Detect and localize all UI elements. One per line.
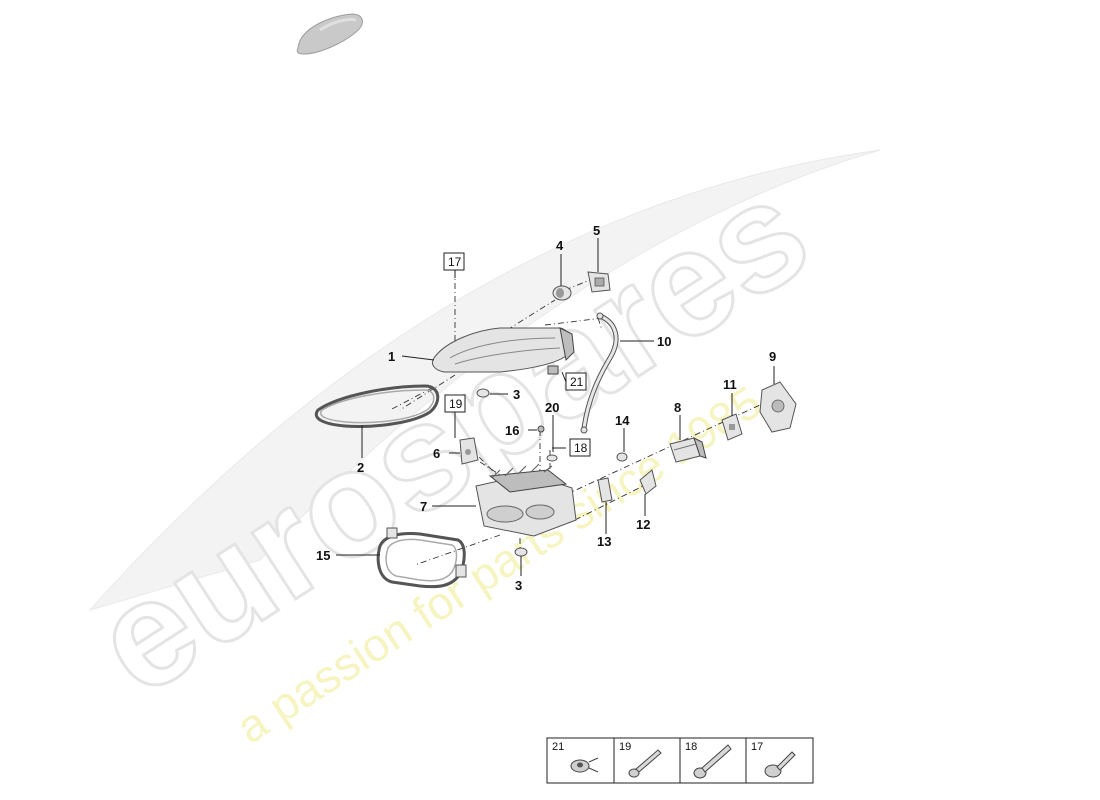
car-thumbnail-icon bbox=[296, 13, 363, 55]
part-20-clip bbox=[546, 454, 558, 462]
part-6-bracket bbox=[459, 437, 479, 465]
callout-11: 11 bbox=[723, 377, 737, 392]
part-16-screw bbox=[537, 425, 545, 433]
part-13-connector bbox=[597, 477, 613, 503]
svg-text:19: 19 bbox=[449, 397, 463, 411]
boxed-callout-21: 21 bbox=[565, 372, 587, 391]
callout-8: 8 bbox=[674, 400, 681, 415]
watermark-swoosh bbox=[88, 149, 881, 611]
callout-13: 13 bbox=[597, 534, 611, 549]
part-5-module bbox=[587, 271, 611, 293]
svg-text:18: 18 bbox=[574, 441, 588, 455]
part-12-clip bbox=[639, 469, 657, 495]
part-3-grommet-upper bbox=[476, 388, 490, 398]
callout-4: 4 bbox=[556, 238, 564, 253]
callout-1: 1 bbox=[388, 349, 395, 364]
boxed-callout-18: 18 bbox=[569, 438, 591, 457]
legend-label-17: 17 bbox=[751, 741, 763, 753]
fastener-legend: 21 19 18 17 bbox=[546, 737, 814, 784]
legend-cell-18: 18 bbox=[685, 741, 732, 779]
legend-label-18: 18 bbox=[685, 741, 697, 753]
callout-2: 2 bbox=[357, 460, 364, 475]
legend-cell-21: 21 bbox=[552, 741, 599, 773]
part-7-headlight-housing bbox=[475, 463, 577, 537]
part-2-bezel-frame bbox=[314, 384, 440, 428]
legend-cell-19: 19 bbox=[619, 741, 662, 778]
legend-cell-17: 17 bbox=[751, 741, 796, 778]
callout-3-lower: 3 bbox=[515, 578, 522, 593]
part-14-plug bbox=[616, 452, 628, 462]
callout-6: 6 bbox=[433, 446, 440, 461]
callout-5: 5 bbox=[593, 223, 600, 238]
svg-text:21: 21 bbox=[570, 375, 584, 389]
callout-15: 15 bbox=[316, 548, 330, 563]
screw-icon bbox=[628, 749, 662, 778]
callout-14: 14 bbox=[615, 413, 630, 428]
part-10-vent-hose bbox=[580, 312, 619, 434]
callout-7: 7 bbox=[420, 499, 427, 514]
part-9-rear-cover bbox=[759, 381, 797, 433]
leader-lines bbox=[336, 238, 775, 576]
svg-text:17: 17 bbox=[448, 255, 462, 269]
torx-screw-icon bbox=[764, 751, 796, 778]
part-8-led-module bbox=[669, 437, 707, 463]
legend-label-19: 19 bbox=[619, 741, 631, 753]
bolt-icon bbox=[693, 744, 732, 779]
part-15-trim-frame bbox=[376, 527, 467, 589]
callout-20: 20 bbox=[545, 400, 559, 415]
part-11-bracket bbox=[721, 413, 743, 441]
callout-12: 12 bbox=[636, 517, 650, 532]
boxed-callout-17: 17 bbox=[443, 252, 465, 271]
callout-3-upper: 3 bbox=[513, 387, 520, 402]
part-3-grommet-lower bbox=[514, 547, 528, 557]
callout-9: 9 bbox=[769, 349, 776, 364]
clip-nut-icon bbox=[570, 757, 599, 773]
part-4-cap bbox=[552, 285, 572, 301]
part-1-headlight-cover bbox=[431, 327, 575, 375]
callout-10: 10 bbox=[657, 334, 671, 349]
callout-16: 16 bbox=[505, 423, 519, 438]
legend-label-21: 21 bbox=[552, 741, 564, 753]
boxed-callout-19: 19 bbox=[444, 394, 466, 413]
